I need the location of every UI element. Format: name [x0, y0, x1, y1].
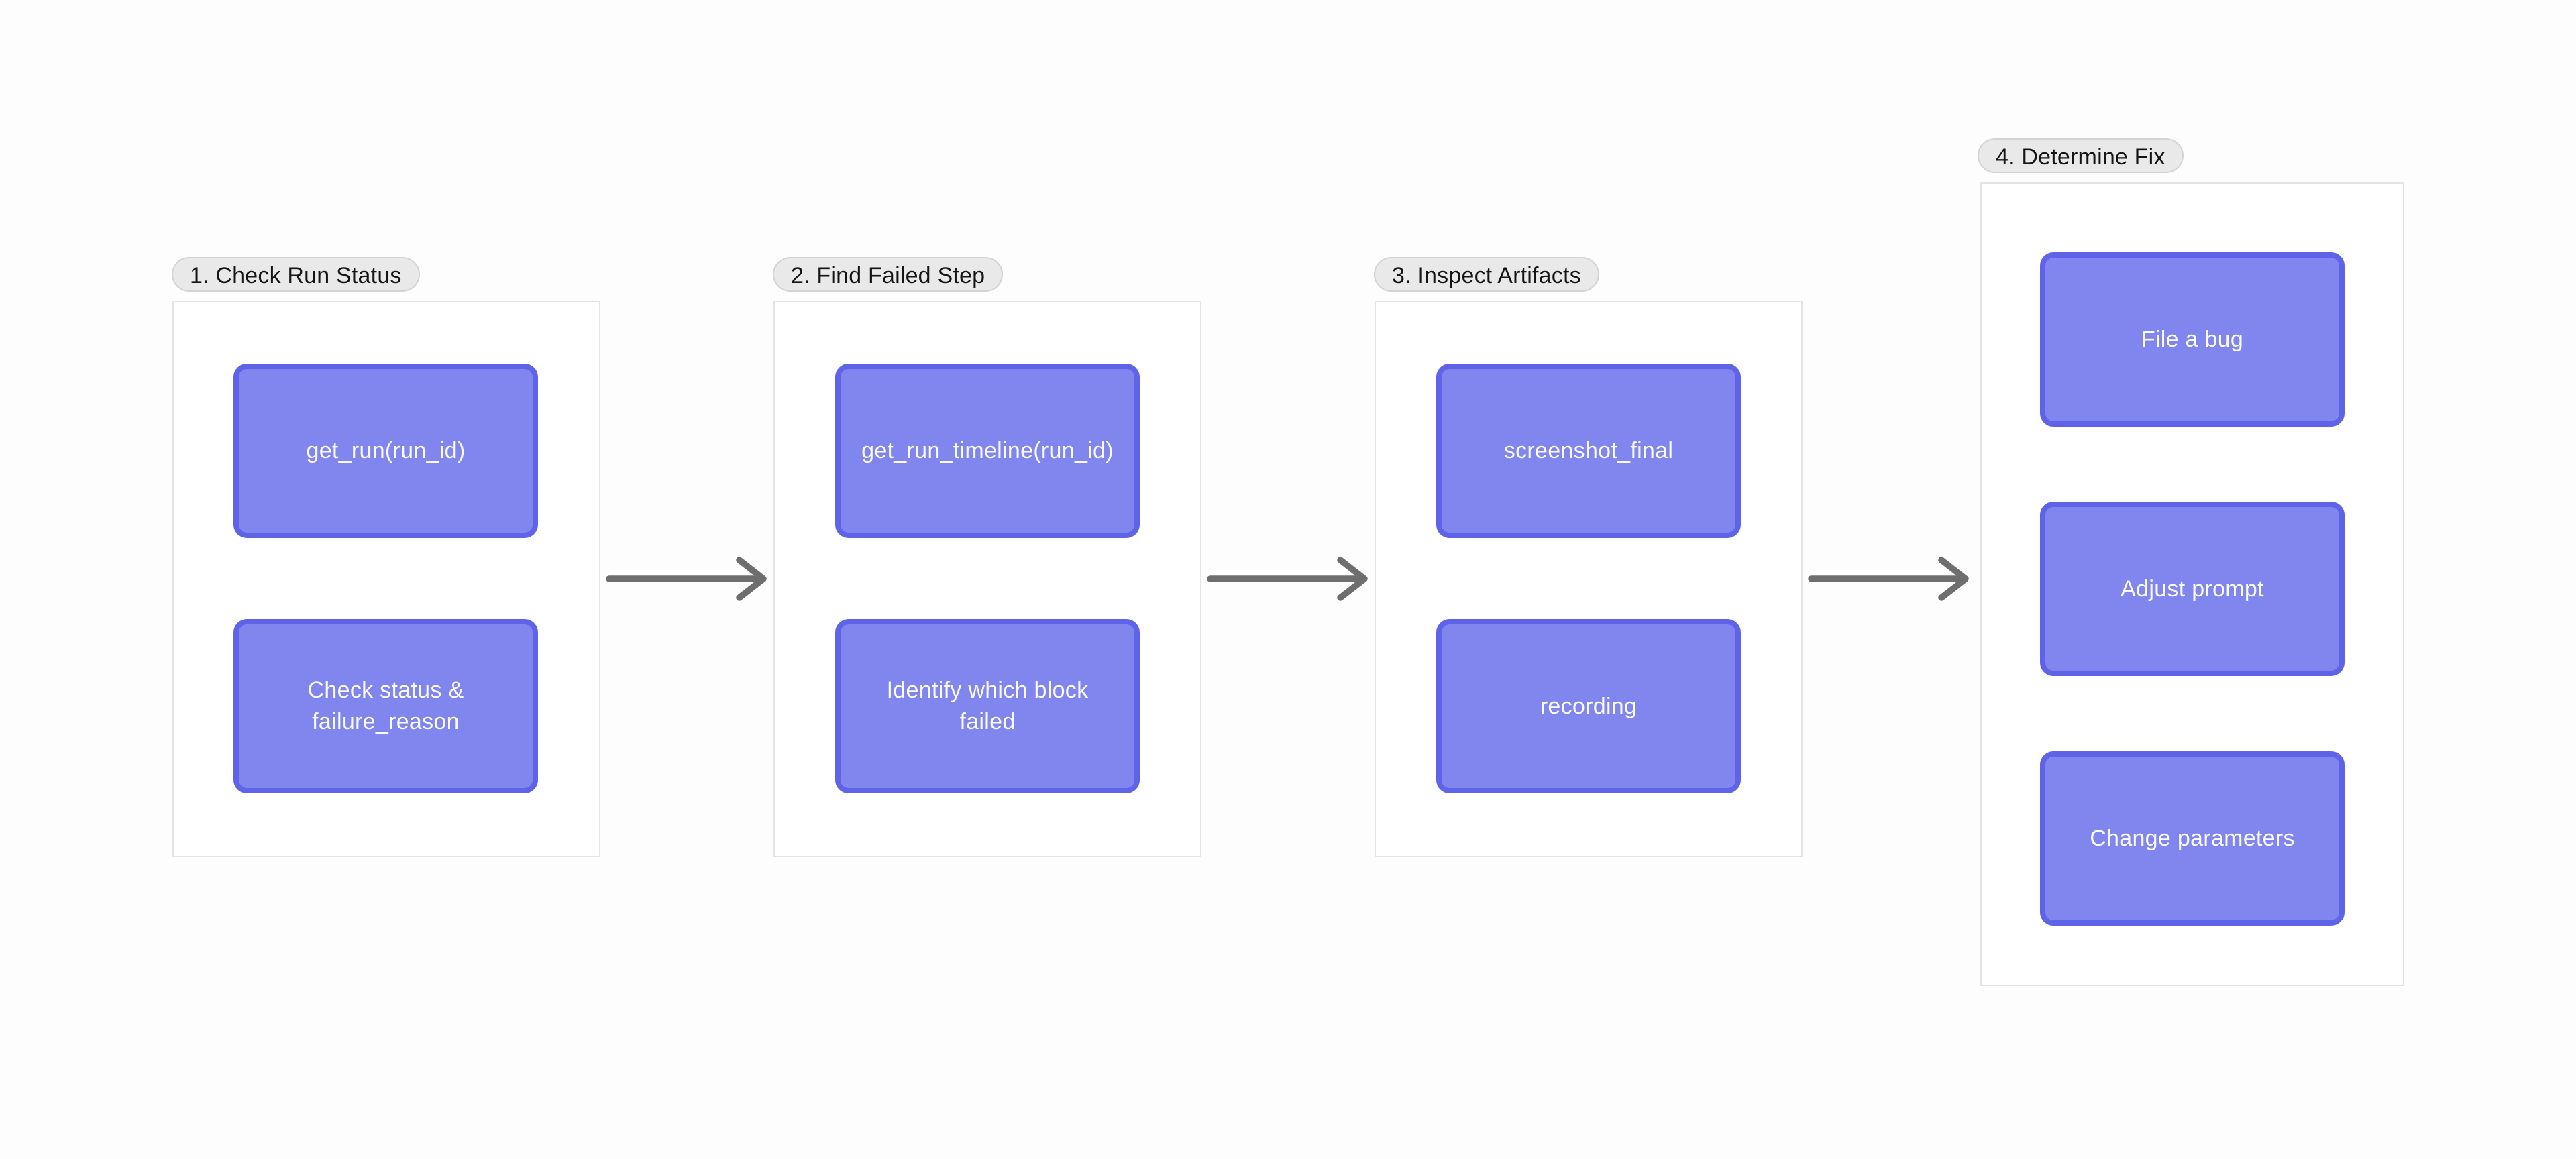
node-get-run: get_run(run_id) [233, 364, 538, 538]
node-adjust-prompt: Adjust prompt [2040, 502, 2345, 676]
node-file-a-bug-text: File a bug [2141, 326, 2244, 352]
node-recording-text: recording [1540, 693, 1638, 719]
node-get-run-timeline-text: get_run_timeline(run_id) [861, 437, 1114, 463]
arrow-right-icon [1808, 557, 1969, 601]
node-get-run-timeline: get_run_timeline(run_id) [835, 364, 1140, 538]
node-change-parameters: Change parameters [2040, 751, 2345, 926]
node-adjust-prompt-text: Adjust prompt [2121, 575, 2264, 602]
node-screenshot-final-text: screenshot_final [1503, 437, 1674, 463]
node-check-status-failure-reason-text: Check status & failure_reason [307, 677, 464, 734]
node-identify-which-block-failed-text: Identify which block failed [886, 677, 1089, 734]
node-get-run-text: get_run(run_id) [306, 437, 466, 463]
node-recording: recording [1436, 619, 1741, 793]
node-file-a-bug: File a bug [2040, 252, 2345, 427]
node-change-parameters-text: Change parameters [2090, 825, 2295, 851]
group-label-inspect-artifacts: 3. Inspect Artifacts [1374, 257, 1599, 292]
node-screenshot-final: screenshot_final [1436, 364, 1741, 538]
arrow-right-icon [606, 557, 767, 601]
group-label-determine-fix: 4. Determine Fix [1978, 138, 2184, 173]
node-identify-which-block-failed: Identify which block failed [835, 619, 1140, 793]
group-label-find-failed-step: 2. Find Failed Step [773, 257, 1004, 292]
arrow-right-icon [1207, 557, 1368, 601]
group-label-check-run-status: 1. Check Run Status [172, 257, 420, 292]
node-check-status-failure-reason: Check status & failure_reason [233, 619, 538, 793]
